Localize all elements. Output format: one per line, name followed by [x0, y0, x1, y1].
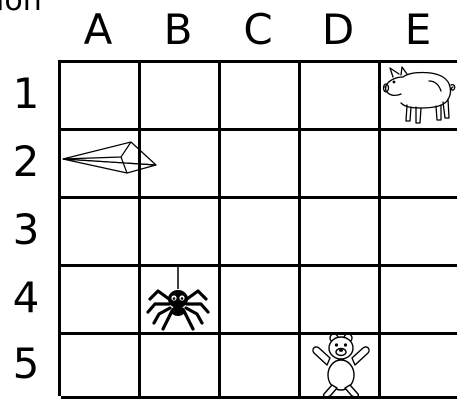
header-partial-word: ion [0, 0, 42, 16]
cell-c5 [221, 335, 301, 399]
pig-icon [381, 63, 457, 128]
cell-e4 [381, 267, 457, 335]
cell-c2 [221, 131, 301, 199]
cell-c4 [221, 267, 301, 335]
cell-d3 [301, 199, 381, 267]
cell-d2 [301, 131, 381, 199]
cell-a5 [61, 335, 141, 399]
column-label-c: C [218, 6, 298, 54]
row-label-3: 3 [6, 206, 46, 254]
cell-d1 [301, 63, 381, 131]
row-label-4: 4 [6, 274, 46, 322]
cell-a2 [61, 131, 141, 199]
cell-e1 [381, 63, 457, 131]
column-label-b: B [138, 6, 218, 54]
cell-b3 [141, 199, 221, 267]
column-label-e: E [378, 6, 457, 54]
cell-b5 [141, 335, 221, 399]
cell-a1 [61, 63, 141, 131]
cell-b1 [141, 63, 221, 131]
teddy-bear-icon [305, 335, 377, 396]
cell-e2 [381, 131, 457, 199]
coordinate-grid [58, 60, 457, 396]
cell-c1 [221, 63, 301, 131]
column-label-d: D [298, 6, 378, 54]
cell-c3 [221, 199, 301, 267]
cell-a3 [61, 199, 141, 267]
row-label-1: 1 [6, 70, 46, 118]
row-label-2: 2 [6, 138, 46, 186]
cell-d5 [301, 335, 381, 399]
column-label-a: A [58, 6, 138, 54]
cell-d4 [301, 267, 381, 335]
cell-e3 [381, 199, 457, 267]
cell-e5 [381, 335, 457, 399]
cell-b2 [141, 131, 221, 199]
cell-b4 [141, 267, 221, 335]
cell-a4 [61, 267, 141, 335]
spider-icon [143, 267, 215, 332]
row-label-5: 5 [6, 340, 46, 388]
